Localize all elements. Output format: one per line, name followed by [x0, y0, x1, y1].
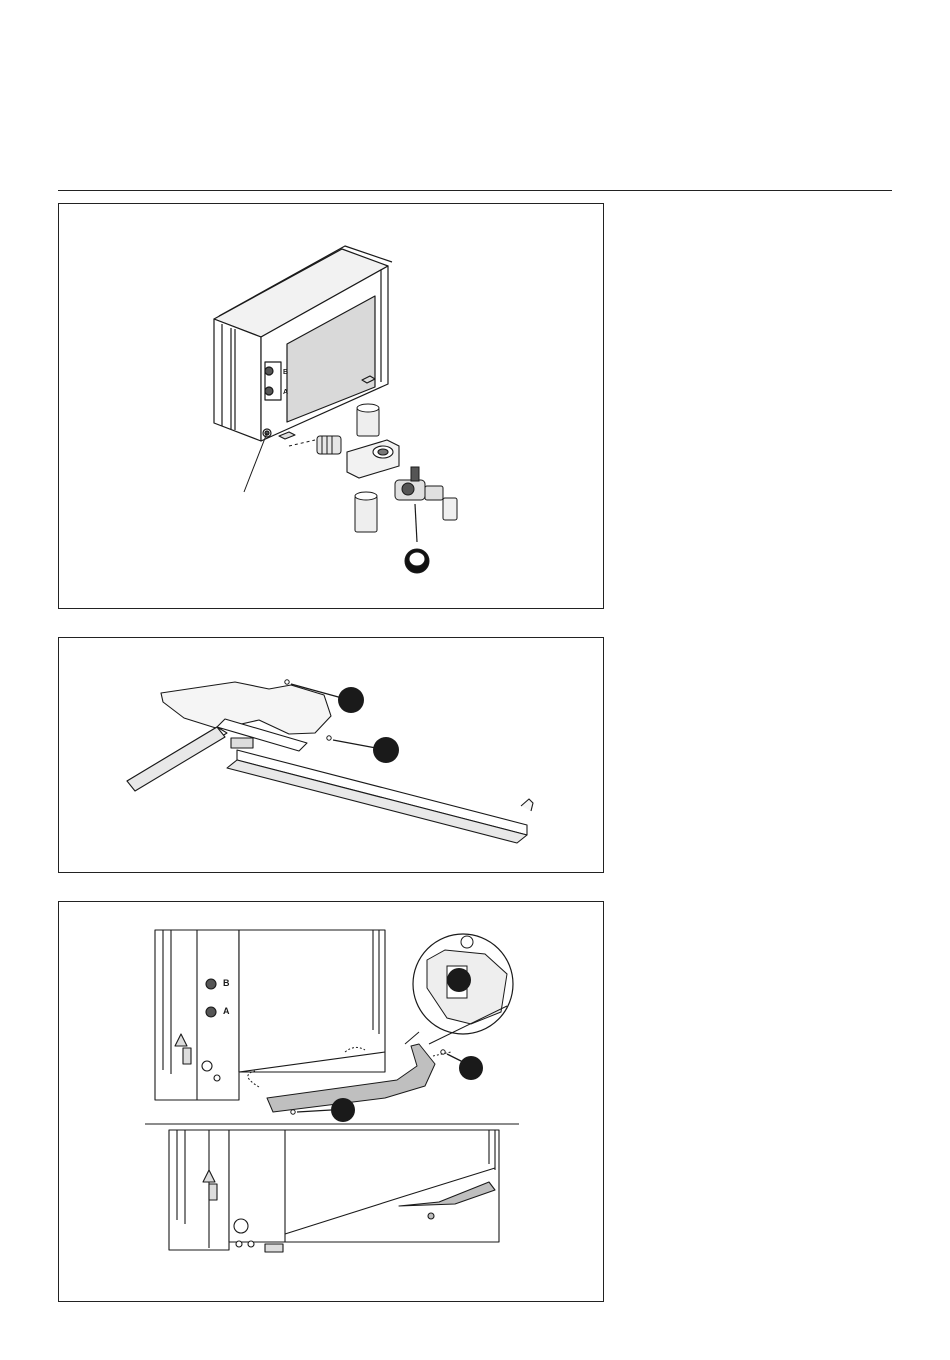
label-a: A: [223, 1006, 230, 1016]
threaded-nipple-fitting: [317, 436, 341, 454]
callout-1: [338, 687, 364, 713]
tee-fitting: [347, 440, 399, 478]
leader-line: [244, 433, 267, 492]
callout-2: [373, 737, 399, 763]
bracket-mounting-illustration: B A: [59, 902, 605, 1303]
callout-detail: [447, 968, 471, 992]
label-b: B: [283, 369, 288, 376]
unit-drain-illustration: B A: [59, 204, 605, 610]
bottom-cap-fitting: [355, 492, 377, 532]
bottom-frame-illustration: [59, 638, 605, 874]
label-a: A: [283, 389, 288, 396]
hose-connector: [443, 498, 457, 520]
figure-bracket-mounting: B A: [58, 901, 604, 1302]
top-cap-fitting: [357, 404, 379, 436]
callout-right: [459, 1056, 483, 1080]
label-b: B: [223, 978, 230, 988]
header-rule: [58, 190, 892, 191]
valve-cap: [405, 549, 429, 573]
callout-left: [331, 1098, 355, 1122]
figure-unit-drain-assembly: B A: [58, 203, 604, 609]
figure-bottom-frame: [58, 637, 604, 873]
drain-valve: [395, 467, 443, 500]
